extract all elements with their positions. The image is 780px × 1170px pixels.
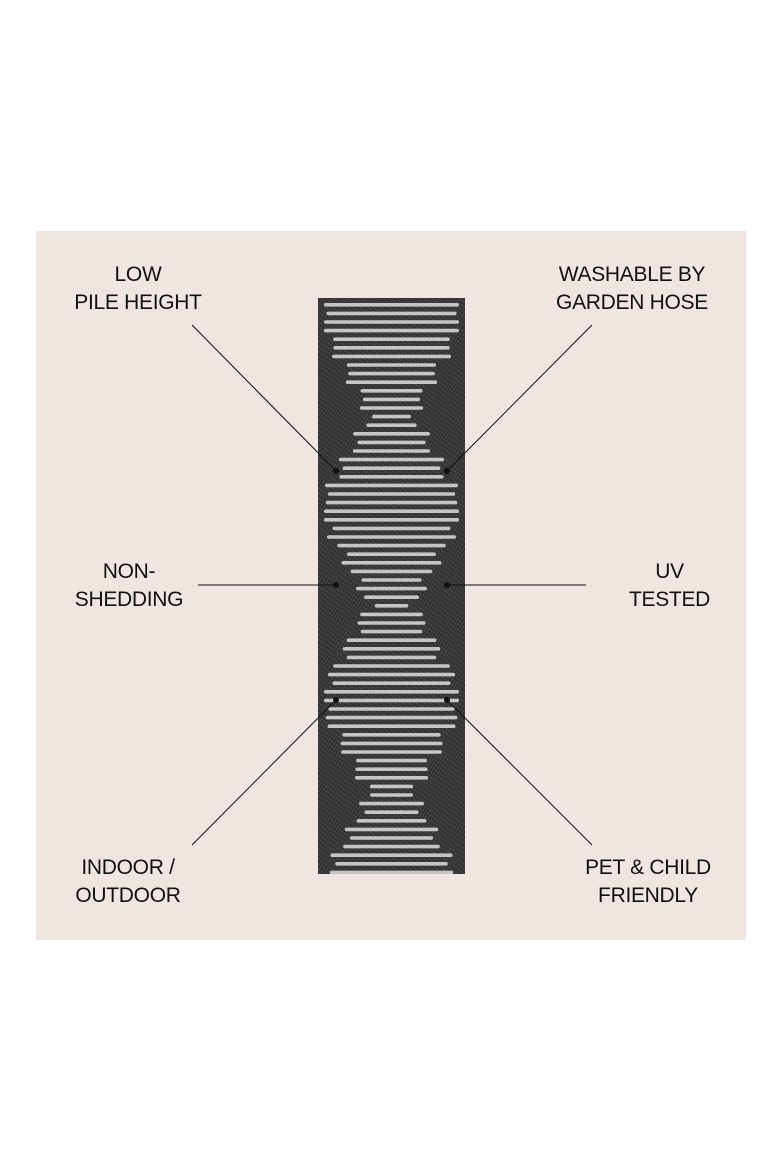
rug-stripe: [340, 741, 443, 746]
rug-stripe: [345, 380, 438, 384]
rug-stripe: [341, 750, 442, 754]
callout-dot-low-pile: [333, 468, 339, 474]
label-uv-tested: UV TESTED: [612, 558, 727, 614]
rug-stripe: [347, 552, 436, 556]
rug-stripe: [327, 724, 456, 728]
callout-line-indoor-outdoor: [191, 699, 337, 846]
rug-stripe: [333, 346, 450, 350]
rug-stripe: [329, 870, 454, 874]
label-line: SHEDDING: [74, 588, 184, 611]
rug-stripe: [356, 819, 427, 823]
rug-stripe: [353, 432, 430, 436]
rug-stripe: [359, 801, 424, 806]
callout-dot-washable: [444, 468, 450, 474]
callout-line-washable: [446, 324, 593, 472]
rug-stripe: [357, 621, 426, 625]
rug-stripe: [325, 500, 458, 505]
rug-stripe: [324, 320, 459, 324]
rug-stripe: [362, 397, 421, 402]
label-line: LOW: [114, 263, 162, 286]
label-low-pile-height: LOW PILE HEIGHT: [56, 261, 220, 317]
rug-stripe: [324, 328, 459, 333]
label-line: OUTDOOR: [75, 884, 181, 907]
rug-stripe: [350, 569, 433, 574]
callout-line-pet-child: [446, 699, 593, 846]
rug-stripe: [335, 862, 448, 866]
label-non-shedding: NON- SHEDDING: [56, 558, 202, 614]
rug-stripe: [344, 827, 439, 832]
rug-stripe: [369, 784, 414, 789]
rug-stripe: [374, 604, 409, 608]
callout-dot-pet-child: [444, 697, 450, 703]
rug-stripe: [339, 475, 444, 479]
rug-stripe: [324, 518, 459, 522]
rug-stripe: [355, 767, 428, 771]
rug-stripe: [348, 371, 435, 376]
rug-stripe: [332, 526, 451, 531]
rug-stripe: [324, 509, 459, 513]
rug-stripe: [342, 733, 441, 737]
rug-stripe: [324, 690, 459, 694]
rug-stripe: [360, 629, 423, 634]
callout-dot-indoor-outdoor: [333, 697, 339, 703]
rug-stripe: [370, 793, 413, 797]
label-washable: WASHABLE BY GARDEN HOSE: [540, 261, 724, 317]
rug-stripe: [324, 303, 459, 307]
rug-stripe: [364, 595, 419, 599]
label-line: PILE HEIGHT: [74, 291, 202, 314]
label-line: UV: [655, 560, 684, 583]
callout-dot-non-shedding: [333, 582, 339, 588]
rug-stripe: [372, 414, 411, 419]
label-line: FRIENDLY: [598, 884, 698, 907]
callout-dot-uv-tested: [444, 582, 450, 588]
rug-stripe: [359, 406, 424, 410]
rug-stripe: [342, 466, 441, 470]
runner-rug-image: [318, 298, 465, 874]
rug-stripe: [332, 681, 451, 685]
rug-stripe: [346, 655, 437, 660]
rug-stripe: [360, 612, 423, 617]
label-line: GARDEN HOSE: [556, 291, 708, 314]
rug-stripe: [339, 457, 444, 462]
rug-stripe: [360, 389, 423, 393]
callout-line-low-pile: [191, 324, 337, 472]
rug-stripe: [346, 363, 437, 367]
label-line: TESTED: [628, 588, 711, 611]
rug-stripe: [361, 578, 422, 582]
rug-stripe: [337, 543, 446, 548]
rug-stripe: [325, 715, 458, 720]
rug-stripe: [328, 707, 455, 711]
label-pet-child-friendly: PET & CHILD FRIENDLY: [566, 854, 730, 910]
rug-stripe: [326, 535, 457, 539]
rug-pattern: [324, 303, 459, 874]
label-line: WASHABLE BY: [558, 263, 706, 286]
rug-stripe: [333, 337, 450, 341]
rug-stripe: [324, 483, 459, 488]
rug-stripe: [343, 844, 440, 849]
rug-stripe: [333, 664, 450, 668]
rug-stripe: [342, 647, 441, 651]
rug-stripe: [354, 776, 429, 780]
rug-stripe: [332, 354, 451, 359]
rug-stripe: [356, 758, 427, 763]
rug-stripe: [326, 311, 457, 316]
rug-stripe: [341, 561, 442, 565]
label-line: PET & CHILD: [585, 856, 711, 879]
rug-stripe: [349, 836, 434, 840]
rug-stripe: [352, 449, 431, 453]
rug-stripe: [364, 810, 419, 814]
rug-stripe: [346, 638, 437, 642]
label-line: NON-: [102, 560, 156, 583]
rug-stripe: [327, 672, 456, 677]
rug-stripe: [324, 698, 459, 703]
label-line: INDOOR /: [81, 856, 175, 879]
rug-stripe: [356, 586, 427, 591]
rug-stripe: [366, 423, 417, 427]
rug-stripe: [330, 853, 453, 857]
label-indoor-outdoor: INDOOR / OUTDOOR: [54, 854, 202, 910]
rug-stripe: [357, 440, 426, 445]
rug-stripe: [327, 492, 456, 496]
